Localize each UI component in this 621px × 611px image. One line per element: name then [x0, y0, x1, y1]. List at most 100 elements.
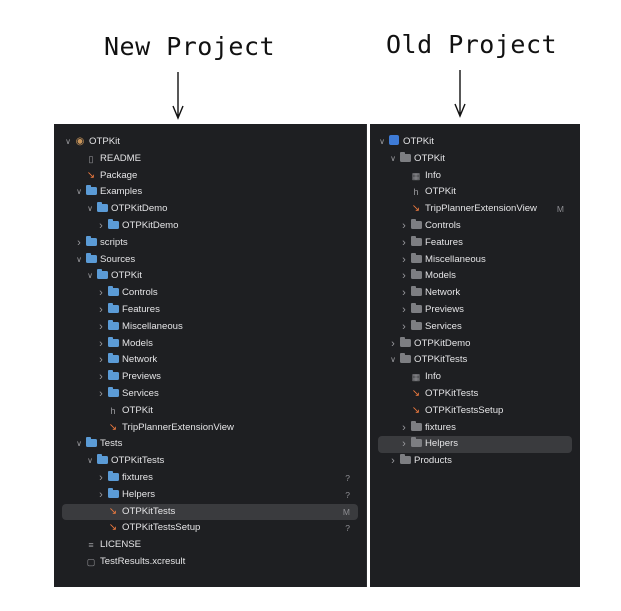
folder-icon [410, 218, 422, 235]
tree-row[interactable]: ›OTPKitDemo [370, 336, 580, 353]
tree-row[interactable]: ∨OTPKit [54, 268, 366, 285]
chevron-right-icon[interactable]: › [402, 303, 406, 316]
tree-row[interactable]: ∨OTPKitTests [370, 352, 580, 369]
folder-icon [107, 352, 119, 369]
tree-row[interactable]: ∨OTPKit [370, 134, 580, 151]
tree-row[interactable]: › Previews [370, 302, 580, 319]
tree-row[interactable]: ›Helpers? [54, 487, 366, 504]
tree-row[interactable]: ∨◉OTPKit [54, 134, 366, 151]
tree-row[interactable]: ↘Package [54, 168, 366, 185]
tree-row[interactable]: ∨OTPKitTests [54, 453, 366, 470]
chevron-right-icon[interactable]: › [99, 371, 103, 384]
tree-row[interactable]: ≡LICENSE [54, 537, 366, 554]
tree-row[interactable]: ›Features [54, 302, 366, 319]
tree-row[interactable]: ›Miscellaneous [370, 252, 580, 269]
chevron-down-icon[interactable]: ∨ [65, 137, 71, 146]
chevron-right-icon[interactable]: › [402, 320, 406, 333]
chevron-down-icon[interactable]: ∨ [390, 355, 396, 365]
tree-row-label: Miscellaneous [122, 320, 183, 332]
tree-row[interactable]: ›Helpers [370, 436, 580, 453]
tree-row[interactable]: ∨OTPKit [370, 151, 580, 168]
tree-row-label: OTPKit [122, 404, 153, 416]
tree-row[interactable]: ›fixtures [370, 420, 580, 437]
chevron-right-icon[interactable]: › [99, 471, 103, 484]
tree-row[interactable]: ›Previews [54, 369, 366, 386]
chevron-right-icon[interactable]: › [402, 236, 406, 249]
tree-row[interactable]: ›Services [54, 386, 366, 403]
tree-row-label: Info [425, 169, 442, 181]
tree-row[interactable]: ›Controls [370, 218, 580, 235]
chevron-down-icon[interactable]: ∨ [379, 137, 385, 146]
file-icon: ▢ [86, 556, 96, 567]
tree-row[interactable]: ›Services [370, 319, 580, 336]
tree-row[interactable]: ›OTPKitDemo [54, 218, 366, 235]
chevron-down-icon[interactable]: ∨ [390, 153, 396, 163]
chevron-right-icon[interactable]: › [99, 387, 103, 400]
tree-row[interactable]: ∨ Tests [54, 436, 366, 453]
tree-row-label: OTPKitTestsSetup [122, 522, 201, 534]
chevron-right-icon[interactable]: › [77, 236, 81, 249]
chevron-right-icon[interactable]: › [99, 219, 103, 232]
tree-row[interactable]: ›Products [370, 453, 580, 470]
tree-row[interactable]: ▦Info [370, 168, 580, 185]
chevron-right-icon[interactable]: › [99, 337, 103, 350]
chevron-right-icon[interactable]: › [99, 303, 103, 316]
chevron-right-icon[interactable]: › [402, 438, 406, 451]
tree-row[interactable]: ›Network [370, 285, 580, 302]
tree-row[interactable]: › fixtures? [54, 470, 366, 487]
tree-row[interactable]: ∨OTPKitDemo [54, 201, 366, 218]
folder-icon [107, 319, 119, 336]
tree-row-label: Previews [425, 303, 464, 315]
folder-icon [410, 319, 422, 336]
chevron-down-icon[interactable]: ∨ [76, 439, 82, 449]
tree-row[interactable]: ↘OTPKitTests [370, 386, 580, 403]
tree-row[interactable]: ∨ Examples [54, 184, 366, 201]
chevron-right-icon[interactable]: › [99, 287, 103, 300]
chevron-right-icon[interactable]: › [391, 455, 395, 468]
tree-row-label: Tests [100, 438, 123, 450]
tree-row[interactable]: ›Models [370, 268, 580, 285]
chevron-right-icon[interactable]: › [402, 219, 406, 232]
chevron-right-icon[interactable]: › [402, 287, 406, 300]
folder-icon [96, 201, 108, 218]
git-status-badge: ? [345, 472, 350, 483]
tree-row[interactable]: ›scripts [54, 235, 366, 252]
tree-row[interactable]: › Miscellaneous [54, 319, 366, 336]
tree-row-label: Examples [100, 186, 143, 198]
tree-row[interactable]: ›Features [370, 235, 580, 252]
tree-row[interactable]: ›Models [54, 336, 366, 353]
tree-row[interactable]: ▢TestResults.xcresult [54, 554, 366, 571]
tree-row[interactable]: ›Controls [54, 285, 366, 302]
tree-row-label: README [100, 152, 142, 164]
book-icon: ▯ [88, 153, 94, 164]
swift-file-icon: ↘ [411, 203, 421, 215]
chevron-right-icon[interactable]: › [402, 421, 406, 434]
chevron-right-icon[interactable]: › [391, 337, 395, 350]
chevron-right-icon[interactable]: › [99, 488, 103, 501]
tree-row[interactable]: ›Network [54, 352, 366, 369]
project-icon [388, 134, 400, 151]
tree-row-label: fixtures [122, 471, 153, 483]
chevron-right-icon[interactable]: › [99, 354, 103, 367]
folder-icon [399, 151, 411, 168]
chevron-down-icon[interactable]: ∨ [87, 204, 93, 214]
chevron-down-icon[interactable]: ∨ [87, 271, 93, 281]
folder-icon [410, 235, 422, 252]
tree-row[interactable]: ↘OTPKitTestsSetup? [54, 520, 366, 537]
chevron-down-icon[interactable]: ∨ [76, 187, 82, 197]
tree-row[interactable]: ↘TripPlannerExtensionView [54, 420, 366, 437]
tree-row[interactable]: ∨Sources [54, 252, 366, 269]
chevron-right-icon[interactable]: › [99, 320, 103, 333]
chevron-down-icon[interactable]: ∨ [87, 456, 93, 466]
chevron-right-icon[interactable]: › [402, 270, 406, 283]
tree-row[interactable]: ▦Info [370, 369, 580, 386]
chevron-right-icon[interactable]: › [402, 253, 406, 266]
chevron-down-icon[interactable]: ∨ [76, 254, 82, 264]
tree-row[interactable]: ↘OTPKitTestsSetup [370, 403, 580, 420]
tree-row[interactable]: ▯ README [54, 151, 366, 168]
